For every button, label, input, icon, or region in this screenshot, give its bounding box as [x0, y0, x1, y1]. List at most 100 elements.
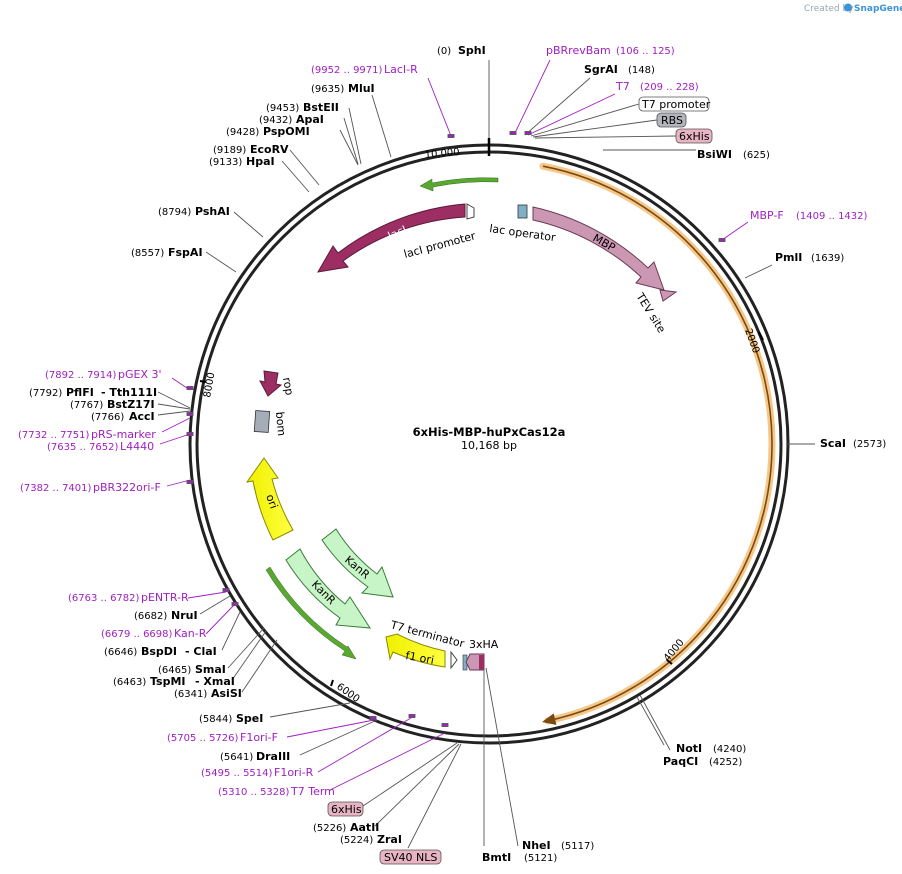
- pshai-pos: (8794): [158, 207, 191, 218]
- sv40-nls-label: SV40 NLS: [384, 851, 437, 864]
- bottom-feature-boxes: 6xHis SV40 NLS: [327, 801, 442, 865]
- t7-site-mark: [524, 131, 532, 135]
- rbs-leader: [532, 119, 658, 138]
- pentr-r-name: pENTR-R: [141, 591, 189, 604]
- kan-r-name: Kan-R: [174, 627, 207, 640]
- draiii-pos: (5641): [220, 752, 253, 763]
- smai-leader: [227, 627, 265, 669]
- t7-terminator-arrow: [450, 650, 458, 670]
- scai-name: ScaI: [820, 437, 846, 450]
- apai-leader: [343, 117, 359, 165]
- pspomi-pos: (9428): [226, 127, 259, 138]
- smai-pos: (6465): [158, 665, 191, 676]
- t7-term-range: (5310 .. 5328): [218, 787, 290, 798]
- hpai-name: HpaI: [246, 155, 275, 168]
- laci-arrow: [317, 203, 466, 273]
- pbrrevbam-range: (106 .. 125): [616, 46, 675, 57]
- f1ori-r-range: (5495 .. 5514): [201, 768, 273, 779]
- nhei-pos: (5117): [561, 841, 594, 852]
- tick-mark-8000: [199, 380, 207, 383]
- t7-promoter-box-label: T7 promoter: [641, 98, 711, 111]
- laci-promoter-green-arrow: [419, 177, 499, 192]
- kanr-arrow-2: [285, 548, 371, 629]
- pshai-leader: [233, 211, 264, 238]
- pmli-name: PmlI: [775, 251, 802, 264]
- pentr-r-range: (6763 .. 6782): [68, 593, 140, 604]
- hpai-leader: [281, 160, 310, 193]
- sv40-nls-box: [379, 849, 442, 865]
- bspdi-name: BspDI: [141, 645, 177, 658]
- tick-mark-6000: [330, 679, 334, 687]
- mbp-f-leader: [721, 221, 749, 241]
- paqci-pos: (4252): [709, 757, 742, 768]
- bsiwi-pos: (625): [743, 150, 770, 161]
- bom-box: [253, 410, 271, 433]
- pshai-name: PshAI: [195, 205, 230, 218]
- acci-name: AccI: [129, 410, 155, 423]
- bstz17i-leader: [157, 403, 191, 410]
- 3xha-label: 3xHA: [469, 638, 499, 651]
- paqci-leader: [639, 694, 671, 751]
- spei-name: SpeI: [236, 712, 263, 725]
- pmli-pos: (1639): [811, 253, 844, 264]
- his-tag-top-box: [675, 128, 713, 144]
- t7-primer-name: T7: [615, 80, 630, 93]
- tick-10000: 10,000: [424, 147, 460, 161]
- lac-operator-box: [517, 204, 528, 219]
- kan-r-site-mark: [231, 602, 239, 606]
- cds-track-arrowhead: [542, 713, 557, 726]
- draiii-leader: [299, 719, 378, 756]
- t7term-site-mark: [441, 723, 449, 727]
- nrui-pos: (6682): [134, 611, 167, 622]
- mbp-f-range: (1409 .. 1432): [796, 211, 868, 222]
- bsiwi-name: BsiWI: [697, 148, 732, 161]
- noti-pos: (4240): [713, 744, 746, 755]
- t7term-leader: [329, 732, 446, 791]
- cds-orange-track: [539, 162, 776, 726]
- f1ori-f-leader: [286, 719, 375, 738]
- mlui-leader: [371, 94, 392, 158]
- tev-site-arrow: [659, 289, 678, 302]
- mlui-pos: (9635): [311, 84, 344, 95]
- prs-marker-leader: [161, 417, 191, 433]
- his-top-leader: [534, 135, 677, 139]
- bsteii-name: BstEII: [303, 101, 339, 114]
- bspdi-pos: (6646): [104, 647, 137, 658]
- ecorv-pos: (9189): [213, 145, 246, 156]
- aatii-name: AatII: [350, 821, 379, 834]
- asisi-name: AsiSI: [211, 687, 242, 700]
- hpai-pos: (9133): [209, 157, 242, 168]
- bmti-name: BmtI: [482, 851, 511, 864]
- laci-r-site-mark: [447, 134, 455, 138]
- asisi-pos: (6341): [174, 689, 207, 700]
- smai-name: SmaI: [195, 663, 226, 676]
- fspai-leader: [205, 251, 237, 273]
- laci-r-name: LacI-R: [384, 63, 418, 76]
- prs-marker-site-mark: [186, 412, 194, 416]
- tspmi-leader: [231, 630, 267, 681]
- tick-8000: 8000: [202, 372, 217, 399]
- apai-name: ApaI: [296, 113, 324, 126]
- fspai-name: FspAI: [168, 246, 203, 259]
- cds-track-line: [542, 165, 773, 722]
- f1ori-f-name: F1ori-F: [240, 731, 278, 744]
- his-tag-bottom-label: 6xHis: [331, 803, 362, 816]
- paqci-name: PaqCI: [663, 755, 698, 768]
- clai-name: - ClaI: [185, 645, 217, 658]
- laci-promoter-arrow: [466, 203, 475, 220]
- mlui-name: MluI: [348, 82, 375, 95]
- f1-ori-label: f1 ori: [404, 649, 435, 667]
- xmai-name: - XmaI: [195, 675, 235, 688]
- mbp-f-name: MBP-F: [750, 209, 784, 222]
- sgrai-name: SgrAI: [584, 63, 618, 76]
- sphi-pos: (0): [437, 46, 451, 57]
- nrui-leader: [199, 595, 231, 615]
- his-tag-top-label: 6xHis: [679, 130, 710, 143]
- his-tag-bottom-box: [327, 801, 364, 817]
- bstz17i-name: BstZ17I: [107, 398, 155, 411]
- bmti-pos: (5121): [524, 853, 557, 864]
- tspmi-pos: (6463): [113, 677, 146, 688]
- spei-pos: (5844): [199, 714, 232, 725]
- acci-pos: (7766): [91, 412, 124, 423]
- asisi-leader: [241, 639, 278, 693]
